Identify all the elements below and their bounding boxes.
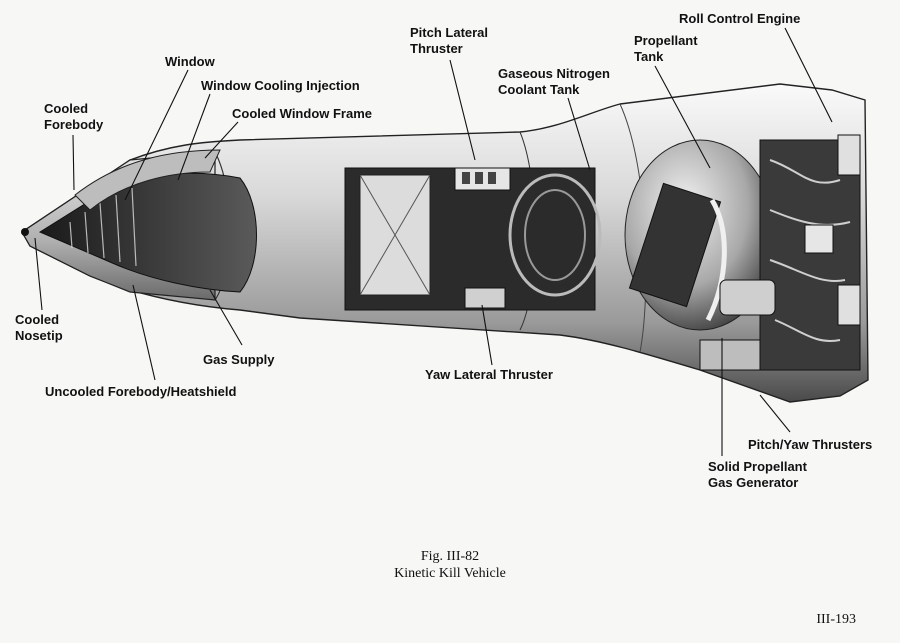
label-pitch-yaw-thrusters: Pitch/Yaw Thrusters [748,437,873,452]
label-yaw-lateral-thruster: Yaw Lateral Thruster [425,367,553,382]
label-pitch-lateral-thruster: Pitch Lateral Thruster [410,25,489,56]
label-gaseous-nitrogen-coolant-tank: Gaseous Nitrogen Coolant Tank [498,66,610,97]
label-cooled-window-frame: Cooled Window Frame [232,106,372,121]
label-propellant-tank: Propellant Tank [634,33,698,64]
figure-number: Fig. III-82 [420,549,480,564]
label-solid-propellant-gas-generator: Solid Propellant Gas Generator [708,459,807,490]
label-cooled-forebody: Cooled Forebody [44,101,104,132]
aft-section-cutaway [624,134,861,371]
page-number: III-193 [816,612,856,627]
label-cooled-nosetip: Cooled Nosetip [15,312,63,343]
leader-lines [34,27,833,456]
label-window: Window [165,54,215,69]
label-roll-control-engine: Roll Control Engine [679,11,801,26]
label-gas-supply: Gas Supply [203,352,275,367]
figure-title: Kinetic Kill Vehicle [394,566,506,581]
nosetip [21,228,29,236]
center-section-cutaway [344,167,602,311]
label-uncooled-forebody-heatshield: Uncooled Forebody/Heatshield [45,384,237,399]
label-window-cooling-injection: Window Cooling Injection [201,78,360,93]
